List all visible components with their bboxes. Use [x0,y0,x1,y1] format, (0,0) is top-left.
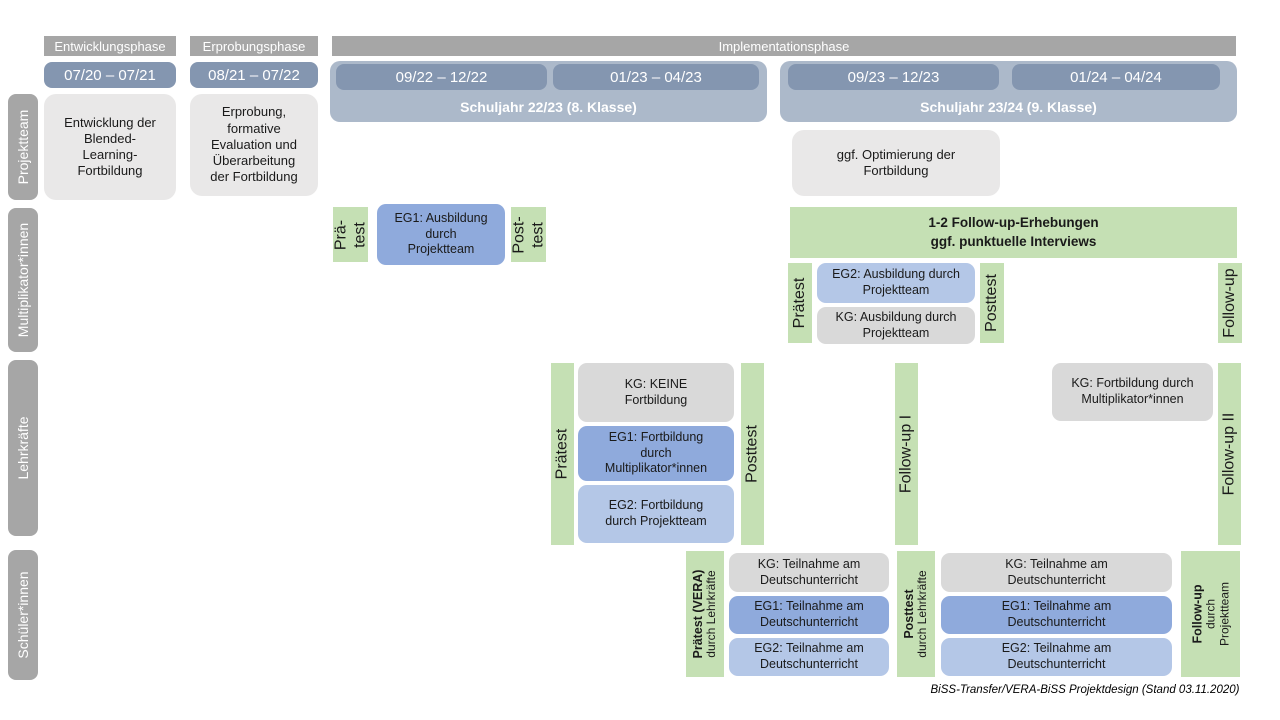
vbar-praetest-lehrkraefte: Prätest [551,363,574,545]
caption: BiSS-Transfer/VERA-BiSS Projektdesign (S… [930,684,1240,696]
row-label-lehrkraefte: Lehrkräfte [8,360,38,536]
box-kg-teilnahme-2: KG: Teilnahme am Deutschunterricht [941,553,1172,592]
vbar-followup-multiplikatoren: Follow-up [1218,263,1242,343]
box-kg-fortbildung-multiplikatoren: KG: Fortbildung durch Multiplikator*inne… [1052,363,1213,421]
vbar-followup-1-lehrkraefte: Follow-up I [895,363,918,545]
date-pill-0821-0722: 08/21 – 07/22 [190,62,318,88]
vbar-posttest-multiplikatoren-1: Post- test [510,207,546,262]
box-eg2-fortbildung: EG2: Fortbildung durch Projektteam [578,485,734,543]
box-eg1-teilnahme-2: EG1: Teilnahme am Deutschunterricht [941,596,1172,634]
box-eg1-ausbildung: EG1: Ausbildung durch Projektteam [377,204,505,265]
posttest-schueler-sub: durch Lehrkräfte [915,570,930,658]
praetest-vera-sub: durch Lehrkräfte [704,570,719,658]
praetest-vera-title: Prätest (VERA) [690,569,705,659]
date-pill-0720-0721: 07/20 – 07/21 [44,62,176,88]
phase-bar-entwicklungsphase: Entwicklungsphase [44,36,176,56]
vbar-followup-schueler: Follow-up durch Projektteam [1181,551,1240,677]
vbar-posttest-lehrkraefte: Posttest [741,363,764,545]
box-followup-erhebungen: 1-2 Follow-up-Erhebungen ggf. punktuelle… [790,207,1237,258]
box-eg2-ausbildung: EG2: Ausbildung durch Projektteam [817,263,975,303]
date-pill-0123-0423: 01/23 – 04/23 [553,64,759,90]
posttest-schueler-title: Posttest [901,589,916,639]
schuljahr-2324-label: Schuljahr 23/24 (9. Klasse) [920,99,1097,115]
box-kg-teilnahme-1: KG: Teilnahme am Deutschunterricht [729,553,889,592]
box-eg2-teilnahme-2: EG2: Teilnahme am Deutschunterricht [941,638,1172,676]
box-kg-keine-fortbildung: KG: KEINE Fortbildung [578,363,734,422]
box-optimierung-fortbildung: ggf. Optimierung der Fortbildung [792,130,1000,196]
row-label-projektteam: Projektteam [8,94,38,200]
box-eg2-teilnahme-1: EG2: Teilnahme am Deutschunterricht [729,638,889,676]
vbar-followup-2-lehrkraefte: Follow-up II [1218,363,1241,545]
vbar-praetest-multiplikatoren-2: Prätest [788,263,812,343]
schuljahr-2223-label: Schuljahr 22/23 (8. Klasse) [460,99,637,115]
vbar-posttest-multiplikatoren-2: Posttest [980,263,1004,343]
box-eg1-teilnahme-1: EG1: Teilnahme am Deutschunterricht [729,596,889,634]
vbar-praetest-multiplikatoren-1: Prä- test [332,207,368,262]
box-entwicklung-fortbildung: Entwicklung der Blended- Learning- Fortb… [44,94,176,200]
box-eg1-fortbildung: EG1: Fortbildung durch Multiplikator*inn… [578,426,734,481]
phase-bar-implementationsphase: Implementationsphase [332,36,1236,56]
date-pill-0124-0424: 01/24 – 04/24 [1012,64,1220,90]
row-label-schueler: Schüler*innen [8,550,38,680]
vbar-praetest-vera-schueler: Prätest (VERA) durch Lehrkräfte [686,551,724,677]
box-erprobung-evaluation: Erprobung, formative Evaluation und Über… [190,94,318,196]
date-pill-0923-1223: 09/23 – 12/23 [788,64,999,90]
row-label-multiplikatoren: Multiplikator*innen [8,208,38,352]
followup-schueler-sub: durch Projektteam [1202,581,1231,647]
followup-schueler-title: Follow-up [1189,584,1204,644]
date-pill-0922-1222: 09/22 – 12/22 [336,64,547,90]
phase-bar-erprobungsphase: Erprobungsphase [190,36,318,56]
vbar-posttest-schueler: Posttest durch Lehrkräfte [897,551,935,677]
box-kg-ausbildung: KG: Ausbildung durch Projektteam [817,307,975,344]
